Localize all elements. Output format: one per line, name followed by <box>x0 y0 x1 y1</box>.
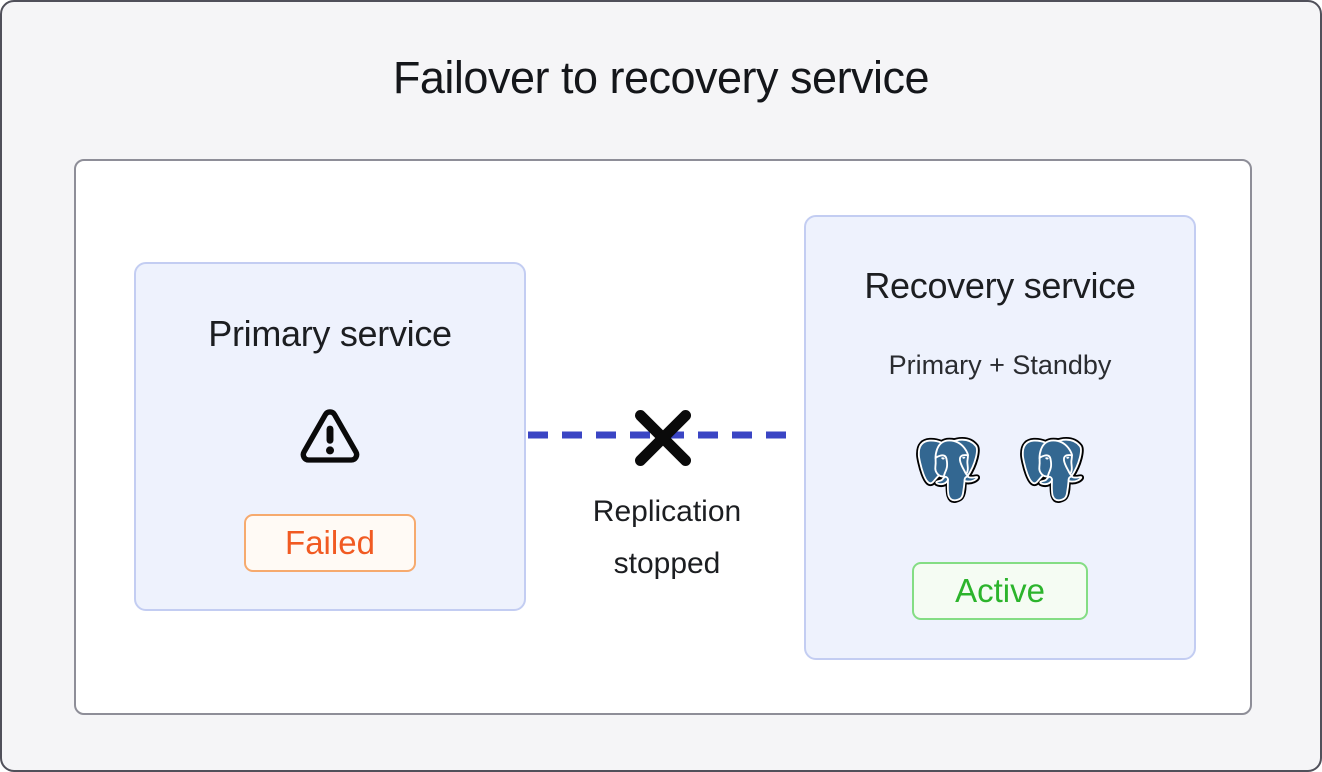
primary-service-card: Primary service Failed <box>134 262 526 611</box>
diagram-canvas: Replication stopped Primary service Fail… <box>74 159 1252 715</box>
recovery-service-card: Recovery service Primary + Standby Activ… <box>804 215 1196 660</box>
postgresql-elephant-icon <box>916 437 980 503</box>
recovery-service-title: Recovery service <box>864 265 1136 306</box>
replication-status-label: Replication stopped <box>592 495 742 580</box>
recovery-service-subtitle: Primary + Standby <box>888 350 1112 380</box>
x-mark-icon <box>634 409 692 467</box>
status-badge-active: Active <box>912 562 1088 620</box>
database-node-row <box>806 437 1194 503</box>
failed-label: Failed <box>285 524 375 561</box>
status-badge-failed: Failed <box>244 514 416 572</box>
warning-triangle-icon <box>298 404 362 468</box>
active-label: Active <box>955 572 1045 609</box>
primary-service-title: Primary service <box>208 313 452 354</box>
page-title: Failover to recovery service <box>392 52 930 103</box>
postgresql-elephant-icon <box>1020 437 1084 503</box>
